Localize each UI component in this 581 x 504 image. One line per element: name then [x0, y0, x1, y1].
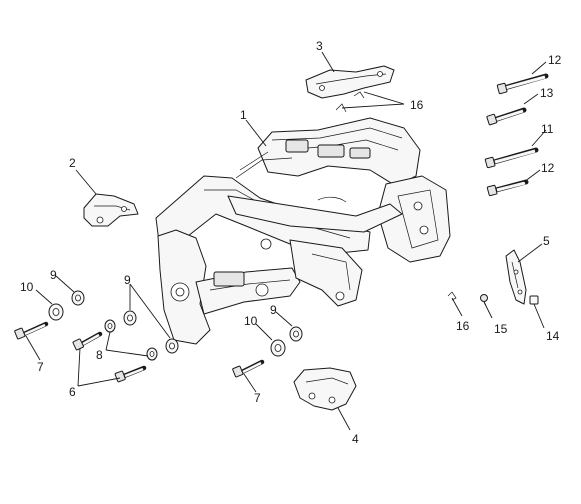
bolt-7-center [232, 359, 265, 378]
top-bracket [305, 65, 395, 99]
callout-frame: 1 [240, 108, 247, 122]
callout-bush-9-middle: 9 [124, 273, 131, 287]
clip-16-right [447, 291, 457, 301]
main-frame [155, 117, 451, 345]
bolt-6-upper [72, 331, 103, 351]
bolt-11 [484, 147, 539, 169]
callout-labels: 1 2 3 4 5 6 7 7 8 9 9 9 10 10 11 12 12 1… [20, 39, 562, 446]
bush-9-middle-upper [123, 310, 137, 326]
clip-16-top [335, 91, 365, 113]
callout-bush-9-right: 9 [270, 303, 277, 317]
callout-bolt-12-top: 12 [548, 53, 562, 67]
bush-9-right [289, 326, 303, 342]
bolt-7-left [14, 321, 49, 340]
leader-lines [25, 51, 547, 431]
callout-clip-16-right: 16 [456, 319, 470, 333]
spacer-10-left [48, 303, 64, 321]
clip-14 [529, 295, 539, 305]
bottom-bracket [293, 367, 357, 411]
callout-spacer-10-left: 10 [20, 280, 34, 294]
right-bracket [505, 249, 527, 305]
spacer-8-upper [104, 319, 116, 333]
spacer-8-lower [146, 347, 158, 361]
bolt-13 [486, 107, 527, 126]
callout-spacer-10-right: 10 [244, 314, 258, 328]
callout-clip-14: 14 [546, 329, 560, 343]
callout-bolt-7-center: 7 [254, 391, 261, 405]
left-bracket [83, 193, 139, 227]
callout-clip-16-top: 16 [410, 98, 424, 112]
callout-spacer-8: 8 [96, 348, 103, 362]
callout-bracket-left: 2 [69, 156, 76, 170]
callout-screw-15: 15 [494, 322, 508, 336]
spacer-10-right [270, 339, 286, 357]
screw-15 [480, 294, 488, 307]
callout-bolt-12-bottom: 12 [541, 161, 555, 175]
callout-bolt-13: 13 [540, 86, 554, 100]
callout-bracket-top: 3 [316, 39, 323, 53]
callout-bush-9-left: 9 [50, 268, 57, 282]
callout-bracket-right: 5 [543, 234, 550, 248]
bush-9-left [71, 290, 85, 306]
callout-bolt-7-left: 7 [37, 360, 44, 374]
bush-9-middle-lower [165, 338, 179, 354]
callout-bolt-6: 6 [69, 385, 76, 399]
bolt-12-top [496, 73, 549, 95]
callout-bracket-bottom: 4 [352, 432, 359, 446]
bolt-6-lower [114, 365, 147, 383]
bolt-12-bottom [486, 179, 529, 197]
callout-bolt-11: 11 [541, 122, 554, 136]
